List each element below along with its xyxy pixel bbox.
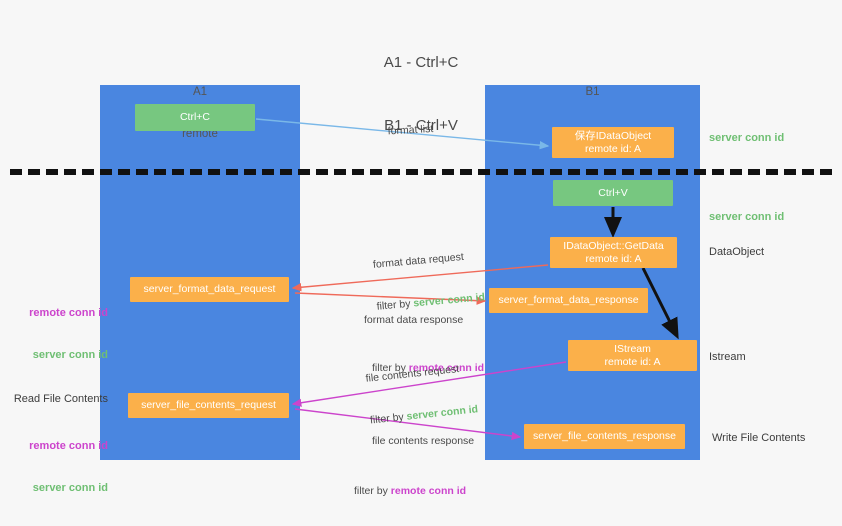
annotation-write-file-contents: Write File Contents bbox=[712, 432, 806, 444]
node-save-idataobject-subtitle: remote id: A bbox=[584, 142, 642, 155]
annotation-server-conn-id-top: server conn id bbox=[709, 132, 785, 144]
filter-prefix: filter by bbox=[354, 485, 391, 497]
filter-value-remote-conn-id: remote conn id bbox=[390, 485, 467, 497]
node-istream-subtitle: remote id: A bbox=[604, 355, 661, 368]
edge-label-format-list-text: format list bbox=[387, 122, 434, 138]
node-ctrl-c[interactable]: Ctrl+C bbox=[135, 104, 255, 131]
lane-a1-role: remote bbox=[182, 128, 218, 140]
arrow-file-contents-response bbox=[294, 408, 522, 441]
annotation-read-file-contents: Read File Contents bbox=[13, 393, 108, 405]
lane-a1-name: A1 bbox=[192, 86, 208, 98]
edge-label-file-contents-response-line1: file contents response bbox=[372, 435, 475, 447]
annotation-conn-ids-file: remote conn id server conn id bbox=[8, 411, 108, 523]
annotation-server-conn-id-mid: server conn id bbox=[709, 211, 785, 223]
node-server-format-data-request-label: server_format_data_request bbox=[143, 283, 276, 295]
node-server-file-contents-response[interactable]: server_file_contents_response bbox=[524, 424, 685, 449]
node-ctrl-v[interactable]: Ctrl+V bbox=[553, 180, 673, 206]
node-server-format-data-request[interactable]: server_format_data_request bbox=[130, 277, 289, 302]
node-save-idataobject[interactable]: 保存IDataObject remote id: A bbox=[552, 127, 674, 158]
filter-prefix: filter by bbox=[372, 362, 409, 374]
node-server-file-contents-response-label: server_file_contents_response bbox=[532, 430, 676, 442]
annotation-server-conn-id: server conn id bbox=[32, 482, 108, 494]
edge-label-format-list: format list bbox=[375, 108, 434, 153]
annotation-server-conn-id: server conn id bbox=[32, 349, 108, 361]
phase-divider bbox=[10, 169, 832, 175]
node-server-format-data-response-label: server_format_data_response bbox=[498, 294, 639, 306]
annotation-remote-conn-id: remote conn id bbox=[29, 440, 108, 452]
node-istream[interactable]: IStream remote id: A bbox=[568, 340, 697, 371]
node-getdata-subtitle: remote id: A bbox=[585, 252, 642, 265]
annotation-istream: Istream bbox=[709, 351, 746, 363]
edge-label-file-contents-response: file contents response filter by remote … bbox=[354, 406, 475, 526]
edge-label-file-contents-response-filter: filter by remote conn id bbox=[354, 484, 474, 498]
filter-value-remote-conn-id: remote conn id bbox=[408, 362, 485, 374]
lane-a1-header: A1 remote bbox=[100, 57, 300, 169]
title-line-1: A1 - Ctrl+C bbox=[383, 54, 459, 71]
page-title: A1 - Ctrl+C B1 - Ctrl+V bbox=[0, 10, 842, 178]
arrow-getdata-to-istream bbox=[641, 267, 679, 340]
node-ctrl-v-label: Ctrl+V bbox=[598, 186, 628, 199]
title-line-2: B1 - Ctrl+V bbox=[384, 117, 458, 134]
edge-label-file-contents-request-line1: file contents request bbox=[365, 363, 460, 385]
node-server-file-contents-request[interactable]: server_file_contents_request bbox=[128, 393, 289, 418]
node-istream-title: IStream bbox=[614, 342, 651, 355]
diagram-canvas: A1 - Ctrl+C B1 - Ctrl+V A1 remote B1 con… bbox=[0, 10, 842, 497]
edge-label-format-data-response-line1: format data response bbox=[364, 314, 464, 326]
node-idataobject-getdata[interactable]: IDataObject::GetData remote id: A bbox=[550, 237, 677, 268]
arrow-format-data-response bbox=[294, 292, 487, 305]
node-getdata-title: IDataObject::GetData bbox=[563, 239, 664, 252]
annotation-conn-ids-format: remote conn id server conn id bbox=[8, 278, 108, 390]
node-ctrl-c-label: Ctrl+C bbox=[179, 111, 211, 123]
node-server-format-data-response[interactable]: server_format_data_response bbox=[489, 288, 648, 313]
arrow-format-data-request bbox=[291, 264, 549, 292]
arrow-file-contents-request bbox=[291, 361, 567, 407]
edge-label-format-data-response: format data response filter by remote co… bbox=[364, 285, 484, 403]
connector-layer bbox=[255, 118, 679, 441]
annotation-remote-conn-id: remote conn id bbox=[29, 307, 108, 319]
node-save-idataobject-title: 保存IDataObject bbox=[574, 129, 652, 142]
lane-b1-name: B1 bbox=[585, 86, 600, 98]
annotation-dataobject: DataObject bbox=[709, 246, 765, 258]
arrow-format-list bbox=[255, 118, 550, 150]
edge-label-format-data-response-filter: filter by remote conn id bbox=[372, 361, 484, 375]
node-server-file-contents-request-label: server_file_contents_request bbox=[141, 399, 276, 411]
edge-label-format-data-request-line1: format data request bbox=[372, 250, 465, 271]
